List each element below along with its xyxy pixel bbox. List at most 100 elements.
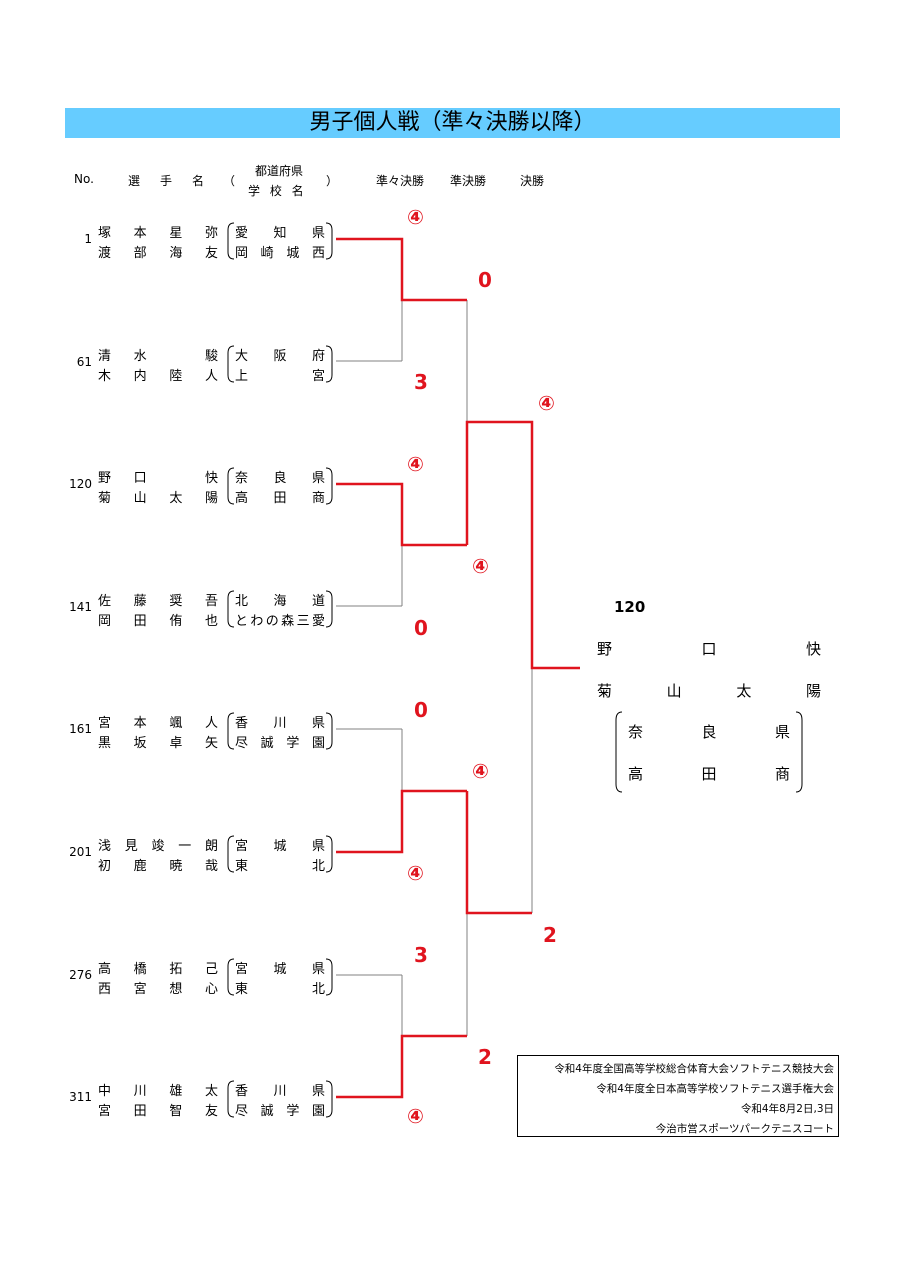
player-number: 1 bbox=[84, 232, 92, 246]
score-qf4-bottom: ④ bbox=[407, 1104, 424, 1128]
player-name: 宮本颯人 bbox=[98, 716, 218, 731]
bracket-win-line bbox=[336, 482, 467, 547]
player-paren-right bbox=[325, 712, 333, 750]
player-school: 香川県 bbox=[235, 1084, 325, 1099]
player-school: 香川県 bbox=[235, 716, 325, 731]
info-line-2: 令和4年度全日本高等学校ソフトテニス選手権大会 bbox=[596, 1083, 834, 1095]
info-line-3: 令和4年8月2日,3日 bbox=[740, 1103, 834, 1115]
player-school: 東北 bbox=[235, 982, 325, 997]
score-sf1-bottom: ④ bbox=[472, 554, 489, 578]
player-paren-left bbox=[227, 222, 235, 260]
player-paren-right bbox=[325, 1080, 333, 1118]
player-name: 中川雄太 bbox=[98, 1084, 218, 1099]
header-semifinal: 準決勝 bbox=[450, 174, 487, 188]
score-sf1-top: 0 bbox=[478, 268, 492, 292]
tournament-info-box: 令和4年度全国高等学校総合体育大会ソフトテニス競技大会 令和4年度全日本高等学校… bbox=[517, 1055, 839, 1137]
bracket-win-line bbox=[336, 789, 467, 854]
winner-char: 山 bbox=[666, 682, 682, 700]
player-paren-right bbox=[325, 590, 333, 628]
player-paren-right bbox=[325, 835, 333, 873]
player-school: 尽誠学園 bbox=[235, 736, 325, 751]
header-no: No. bbox=[74, 172, 94, 186]
player-number: 141 bbox=[69, 600, 92, 614]
player-number: 161 bbox=[69, 722, 92, 736]
score-qf2-top: ④ bbox=[407, 452, 424, 476]
winner-char: 良 bbox=[701, 723, 717, 741]
player-school: 東北 bbox=[235, 859, 325, 874]
winner-paren-left bbox=[615, 711, 623, 793]
info-line-4: 今治市営スポーツパークテニスコート bbox=[655, 1123, 834, 1135]
player-paren-left bbox=[227, 835, 235, 873]
bracket-win-line bbox=[465, 791, 532, 915]
player-name: 岡田侑也 bbox=[98, 614, 218, 629]
player-school: とわの森三愛 bbox=[235, 614, 325, 629]
winner-char: 田 bbox=[701, 765, 717, 783]
player-name: 佐藤奨吾 bbox=[98, 594, 218, 609]
score-final-top: ④ bbox=[538, 391, 555, 415]
bracket-win-line bbox=[465, 420, 580, 670]
player-name: 清水駿 bbox=[98, 349, 218, 364]
player-paren-right bbox=[325, 467, 333, 505]
winner-name-1: 野口快 bbox=[597, 638, 821, 659]
player-school: 上宮 bbox=[235, 369, 325, 384]
player-name: 渡部海友 bbox=[98, 246, 218, 261]
winner-char: 口 bbox=[701, 640, 717, 658]
player-paren-left bbox=[227, 467, 235, 505]
player-name: 初鹿暁哉 bbox=[98, 859, 218, 874]
winner-char: 奈 bbox=[628, 723, 644, 741]
winner-char: 快 bbox=[805, 640, 821, 658]
score-final-bottom: 2 bbox=[543, 923, 557, 947]
header-player: 選 手 名 bbox=[128, 174, 209, 188]
player-paren-left bbox=[227, 590, 235, 628]
player-name: 高橋拓己 bbox=[98, 962, 218, 977]
player-school: 尽誠学園 bbox=[235, 1104, 325, 1119]
winner-name-2: 菊山太陽 bbox=[597, 680, 821, 701]
winner-char: 陽 bbox=[805, 682, 821, 700]
player-school: 愛知県 bbox=[235, 226, 325, 241]
winner-paren-right bbox=[795, 711, 803, 793]
winner-school-2: 高田商 bbox=[628, 763, 790, 784]
winner-char: 野 bbox=[597, 640, 613, 658]
player-number: 276 bbox=[69, 968, 92, 982]
header-paren-open: （ bbox=[223, 174, 236, 188]
header-quarterfinal: 準々決勝 bbox=[376, 174, 425, 188]
player-number: 201 bbox=[69, 845, 92, 859]
winner-char: 商 bbox=[774, 765, 790, 783]
winner-school-1: 奈良県 bbox=[628, 721, 790, 742]
score-qf1-top: ④ bbox=[407, 205, 424, 229]
player-school: 北海道 bbox=[235, 594, 325, 609]
player-name: 黒坂卓矢 bbox=[98, 736, 218, 751]
header-paren-close: ） bbox=[326, 174, 339, 188]
score-qf4-top: 3 bbox=[414, 943, 428, 967]
player-school: 大阪府 bbox=[235, 349, 325, 364]
player-name: 西宮想心 bbox=[98, 982, 218, 997]
page-title: 男子個人戦（準々決勝以降） bbox=[65, 108, 840, 138]
score-qf3-bottom: ④ bbox=[407, 861, 424, 885]
player-paren-left bbox=[227, 958, 235, 996]
score-qf1-bottom: 3 bbox=[414, 370, 428, 394]
player-name: 塚本星弥 bbox=[98, 226, 218, 241]
header-school: 学 校 名 bbox=[248, 184, 307, 198]
player-number: 311 bbox=[69, 1090, 92, 1104]
player-name: 浅見竣一朗 bbox=[98, 839, 218, 854]
header-final: 決勝 bbox=[520, 174, 545, 188]
player-paren-left bbox=[227, 345, 235, 383]
player-name: 宮田智友 bbox=[98, 1104, 218, 1119]
player-paren-left bbox=[227, 712, 235, 750]
score-sf2-top: ④ bbox=[472, 759, 489, 783]
score-qf2-bottom: 0 bbox=[414, 616, 428, 640]
bracket-win-line bbox=[336, 1034, 467, 1099]
winner-char: 太 bbox=[736, 682, 752, 700]
info-line-1: 令和4年度全国高等学校総合体育大会ソフトテニス競技大会 bbox=[554, 1063, 834, 1075]
player-school: 岡崎城西 bbox=[235, 246, 325, 261]
winner-char: 高 bbox=[628, 765, 644, 783]
player-paren-right bbox=[325, 222, 333, 260]
winner-number: 120 bbox=[614, 598, 646, 616]
player-name: 木内陸人 bbox=[98, 369, 218, 384]
player-paren-right bbox=[325, 345, 333, 383]
score-qf3-top: 0 bbox=[414, 698, 428, 722]
player-name: 菊山太陽 bbox=[98, 491, 218, 506]
player-number: 120 bbox=[69, 477, 92, 491]
player-number: 61 bbox=[76, 355, 92, 369]
